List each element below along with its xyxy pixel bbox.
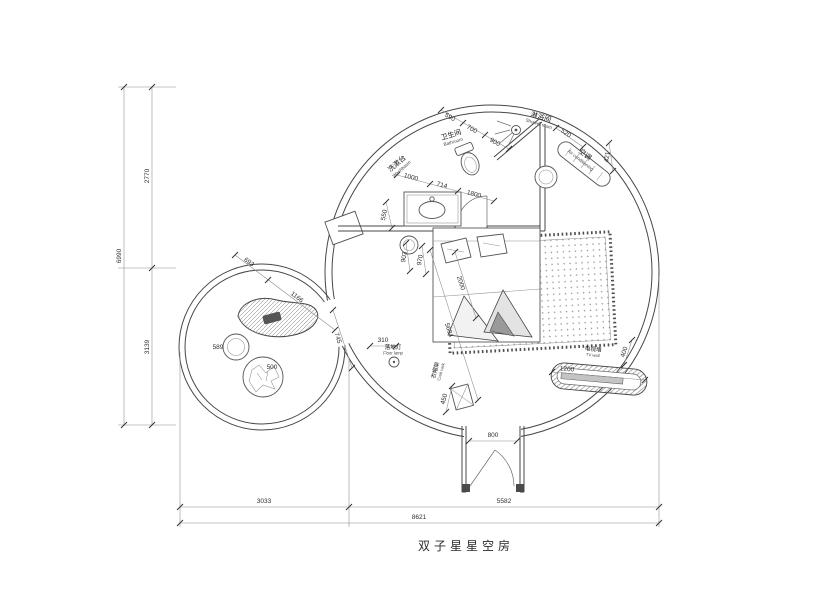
dim-5582: 5582 [497,498,512,505]
dim-693: 693 [242,256,255,268]
entrance-vestibule [461,424,525,493]
wall-cut [464,424,521,446]
faucet [429,196,435,202]
passage-opening [312,299,360,347]
label-coat-rack: 衣帽架 Coat rack [429,361,446,381]
bathroom-door-swing [456,195,488,227]
left-dim-lines [118,86,176,426]
dim-714: 714 [436,181,449,191]
dim-3139: 3139 [144,339,151,354]
round-seat-small [222,333,250,361]
dim-745: 745 [333,332,343,345]
label-coat-rack-en: Coat rack [436,362,446,381]
washbasin-counter [403,191,462,227]
secondary-room-inner-wall [184,269,340,425]
dim-1000: 1000 [403,172,419,183]
dim-310: 310 [378,337,389,344]
interior-dim-ticks [231,106,649,445]
dim-589: 589 [213,344,224,351]
corner-stool-inner [538,169,554,185]
dim-6990: 6990 [116,248,123,263]
shower-head-icon [494,120,521,147]
dim-8621: 8621 [412,514,427,521]
dim-520: 520 [559,127,572,139]
dim-421: 421 [603,151,611,163]
entry-door-swing [469,449,515,487]
table-tray [262,311,282,325]
ac-unit [557,141,611,187]
label-tv-wall-cn: 电视墙 [585,344,603,353]
round-seat-crumple [248,364,280,393]
basin [418,201,446,219]
label-tv-wall-en: TV wall [586,352,600,358]
pillow-right [476,233,508,258]
vestibule-walls [461,426,525,493]
shower-head-center [514,128,518,132]
label-bathroom-en: Bathroom [443,136,464,147]
dim-5684: 5684 [443,322,454,338]
round-seat-large-outer [242,356,284,398]
toilet-icon [454,142,480,176]
label-floor-lamp-cn: 落地灯 [385,343,402,351]
dim-970: 970 [416,254,425,266]
label-floor-lamp-en: Floor lamp [383,351,403,356]
label-floor-lamp: 落地灯 Floor lamp [383,343,403,356]
dim-500: 500 [267,364,278,371]
coat-rack-symbol [449,383,475,411]
bed [432,227,541,343]
dim-900: 900 [488,137,501,149]
dim-400: 400 [619,346,629,359]
floor-lamp-pole [392,360,396,364]
dimension-lines [118,83,663,527]
wall-niche [324,210,364,246]
round-seat-small-inner [227,338,245,356]
dim-3033: 3033 [257,498,272,505]
round-seat-small-outer [222,333,250,361]
secondary-room-outer-wall [178,263,346,431]
coat-rack-cross [450,383,474,411]
drawing-title: 双子星星空房 [418,538,514,553]
door-jamb-left [462,484,470,492]
counter-inner [406,194,459,224]
label-tv-wall: 电视墙 TV wall [585,344,603,358]
pillow-right-crease [482,242,501,247]
label-bathroom: 卫生间 Bathroom [440,127,464,147]
dim-550: 550 [380,209,389,221]
shower-spray [494,120,515,147]
dim-700: 700 [465,124,478,136]
toilet-tank [454,142,474,156]
dim-2000: 2000 [455,275,466,291]
door-jamb-right [516,484,524,492]
dim-1200: 1200 [559,365,574,373]
dim-450: 450 [440,393,450,406]
interior-dim-lines [234,109,646,442]
round-seat-large [242,356,284,398]
dim-2770: 2770 [144,168,151,183]
tv-cabinet [550,362,648,396]
floor-lamp-symbol [388,356,400,368]
corner-stool-outer [534,165,558,189]
pillow-left-crease [446,248,465,253]
shower-glass-partition [493,118,543,161]
toilet-bowl [460,152,480,176]
bedside-stool-outer [399,235,419,255]
corner-stool [534,165,558,189]
toilet-bowl-inner [464,156,477,173]
dim-590: 590 [443,112,456,124]
kidney-table [237,298,319,338]
blanket-fold-dark [489,311,515,337]
dim-800: 800 [488,432,499,439]
bedside-stool [399,235,419,255]
bottom-dim-lines [179,276,660,527]
left-dim-ticks [120,83,156,429]
dim-1800: 1800 [466,189,482,200]
dim-903: 903 [400,251,409,263]
ac-vents [564,147,604,181]
bottom-dim-ticks [176,503,663,527]
